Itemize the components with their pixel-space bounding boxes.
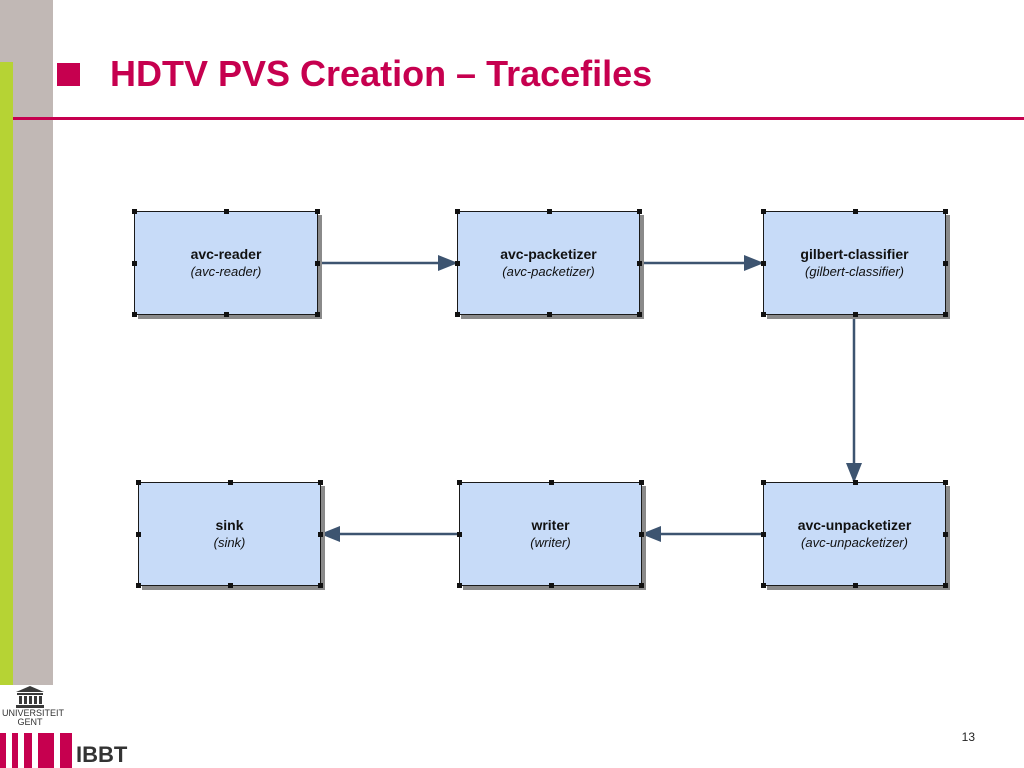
resize-handle[interactable]	[852, 480, 858, 485]
node-avc-unpacketizer[interactable]: avc-unpacketizer (avc-unpacketizer)	[761, 480, 948, 588]
resize-handle[interactable]	[457, 480, 462, 485]
resize-handle[interactable]	[943, 480, 948, 485]
logo-university-text: UNIVERSITEIT	[2, 708, 65, 718]
node-name: avc-reader	[190, 246, 262, 262]
resize-handle[interactable]	[136, 583, 141, 588]
resize-handle[interactable]	[455, 312, 460, 317]
node-avc-reader[interactable]: avc-reader (avc-reader)	[132, 209, 320, 317]
resize-handle[interactable]	[224, 312, 229, 317]
resize-handle[interactable]	[761, 583, 766, 588]
node-name: sink	[215, 517, 244, 533]
node-type: (gilbert-classifier)	[805, 264, 904, 279]
resize-handle[interactable]	[132, 261, 137, 266]
logo-bar	[0, 733, 6, 768]
resize-handle[interactable]	[224, 209, 229, 214]
node-avc-packetizer[interactable]: avc-packetizer (avc-packetizer)	[455, 209, 642, 317]
logo-ibbt-text: IBBT	[76, 742, 128, 767]
resize-handle[interactable]	[637, 261, 642, 266]
resize-handle[interactable]	[455, 209, 460, 214]
resize-handle[interactable]	[546, 209, 552, 214]
slide-title: HDTV PVS Creation – Tracefiles	[110, 53, 653, 94]
resize-handle[interactable]	[132, 209, 137, 214]
resize-handle[interactable]	[943, 583, 948, 588]
resize-handle[interactable]	[548, 480, 554, 485]
resize-handle[interactable]	[943, 532, 948, 537]
resize-handle[interactable]	[637, 209, 642, 214]
resize-handle[interactable]	[761, 532, 766, 537]
node-type: (avc-unpacketizer)	[801, 535, 908, 550]
resize-handle[interactable]	[852, 312, 858, 317]
resize-handle[interactable]	[761, 261, 766, 266]
resize-handle[interactable]	[315, 312, 320, 317]
title-divider	[13, 117, 1024, 120]
resize-handle[interactable]	[639, 532, 644, 537]
resize-handle[interactable]	[227, 583, 233, 588]
node-type: (avc-packetizer)	[502, 264, 595, 279]
university-logo: UNIVERSITEIT GENT IBBT	[0, 685, 130, 768]
logo-bar	[38, 733, 54, 768]
resize-handle[interactable]	[761, 209, 766, 214]
node-name: writer	[531, 517, 570, 533]
node-name: avc-unpacketizer	[797, 517, 912, 533]
logo-bar	[12, 733, 18, 768]
resize-handle[interactable]	[318, 480, 323, 485]
resize-handle[interactable]	[136, 532, 141, 537]
resize-handle[interactable]	[136, 480, 141, 485]
resize-handle[interactable]	[943, 209, 948, 214]
node-type: (sink)	[213, 535, 246, 550]
resize-handle[interactable]	[457, 583, 462, 588]
resize-handle[interactable]	[315, 209, 320, 214]
resize-handle[interactable]	[639, 583, 644, 588]
resize-handle[interactable]	[132, 312, 137, 317]
logo-bar	[60, 733, 72, 768]
resize-handle[interactable]	[548, 583, 554, 588]
resize-handle[interactable]	[637, 312, 642, 317]
resize-handle[interactable]	[943, 261, 948, 266]
resize-handle[interactable]	[318, 583, 323, 588]
resize-handle[interactable]	[318, 532, 323, 537]
resize-handle[interactable]	[546, 312, 552, 317]
node-sink[interactable]: sink (sink)	[136, 480, 323, 588]
logo-bar	[24, 733, 32, 768]
resize-handle[interactable]	[455, 261, 460, 266]
resize-handle[interactable]	[761, 312, 766, 317]
resize-handle[interactable]	[639, 480, 644, 485]
resize-handle[interactable]	[761, 480, 766, 485]
resize-handle[interactable]	[315, 261, 320, 266]
logo-gent-text: GENT	[17, 717, 43, 727]
node-name: gilbert-classifier	[800, 246, 909, 262]
resize-handle[interactable]	[852, 583, 858, 588]
node-gilbert-classifier[interactable]: gilbert-classifier (gilbert-classifier)	[761, 209, 948, 317]
left-accent-bar	[0, 62, 13, 685]
node-type: (avc-reader)	[190, 264, 262, 279]
node-type: (writer)	[530, 535, 571, 550]
page-number: 13	[961, 730, 975, 744]
university-building-icon	[16, 686, 44, 708]
resize-handle[interactable]	[227, 480, 233, 485]
title-bullet	[57, 63, 80, 86]
node-name: avc-packetizer	[500, 246, 597, 262]
resize-handle[interactable]	[852, 209, 858, 214]
resize-handle[interactable]	[943, 312, 948, 317]
resize-handle[interactable]	[457, 532, 462, 537]
node-writer[interactable]: writer (writer)	[457, 480, 644, 588]
